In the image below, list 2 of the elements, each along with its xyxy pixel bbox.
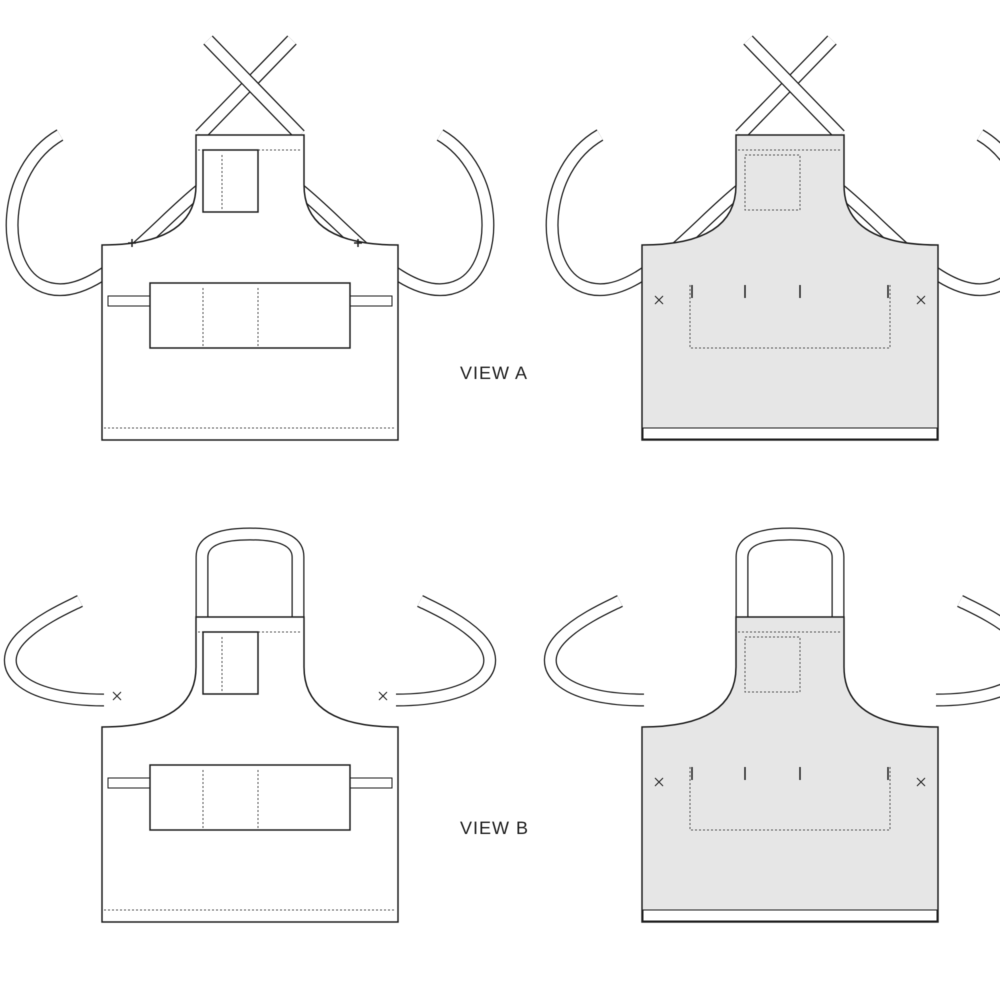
view-label: VIEW B: [460, 818, 530, 839]
view-label: VIEW A: [460, 363, 528, 384]
